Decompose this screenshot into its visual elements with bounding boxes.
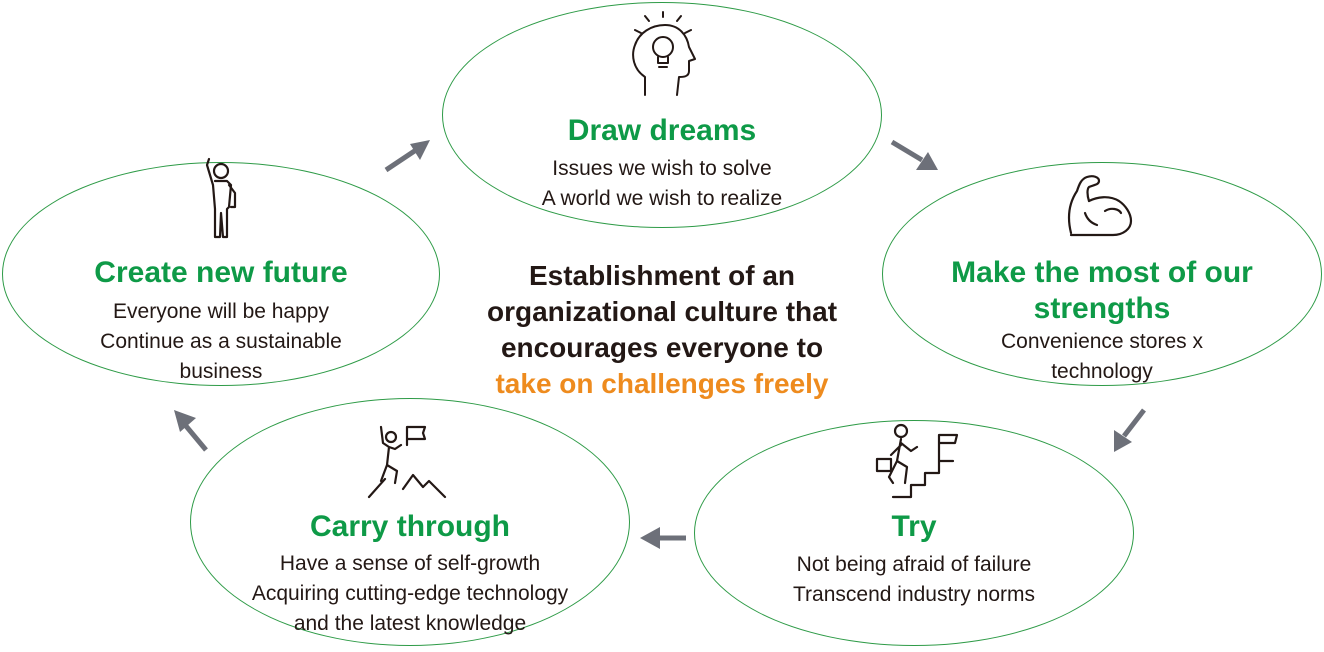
step-draw-dreams: Draw dreams Issues we wish to solve A wo… <box>442 2 882 228</box>
step-description: Not being afraid of failure Transcend in… <box>793 553 1035 606</box>
step-create-new-future: Create new future Everyone will be happy… <box>2 157 440 386</box>
raised-hand-person-icon <box>205 157 237 239</box>
step-try: Try Not being afraid of failure Transcen… <box>694 420 1134 646</box>
step-description: Issues we wish to solve A world we wish … <box>541 157 783 210</box>
highlighted-phrase: take on challenges freely <box>495 368 829 399</box>
step-description: Have a sense of self-growth Acquiring cu… <box>251 552 569 635</box>
step-title: Draw dreams <box>567 114 757 147</box>
arrow-carry-to-create <box>174 410 208 452</box>
step-description: Convenience stores x technology <box>1001 330 1203 383</box>
arrow-dreams-to-strengths <box>890 139 938 170</box>
arrow-try-to-carry <box>640 527 686 549</box>
step-carry-through: Carry through Have a sense of self-growt… <box>190 398 630 646</box>
step-title: Make the most of our strengths <box>951 256 1253 325</box>
step-title: Carry through <box>309 510 510 543</box>
step-make-the-most-of-our-strengths: Make the most of our strengths Convenien… <box>882 162 1322 386</box>
arrow-strengths-to-try <box>1114 408 1146 452</box>
flexed-arm-icon <box>1067 175 1133 237</box>
step-description: Everyone will be happy Continue as a sus… <box>100 300 342 383</box>
step-title: Try <box>891 510 937 543</box>
lightbulb-head-icon <box>632 11 696 96</box>
mountain-summit-icon <box>367 425 447 499</box>
climbing-stairs-icon <box>875 423 959 499</box>
central-statement: Establishment of an organizational cultu… <box>430 258 894 402</box>
arrow-create-to-dreams <box>384 140 430 173</box>
step-title: Create new future <box>94 256 348 289</box>
